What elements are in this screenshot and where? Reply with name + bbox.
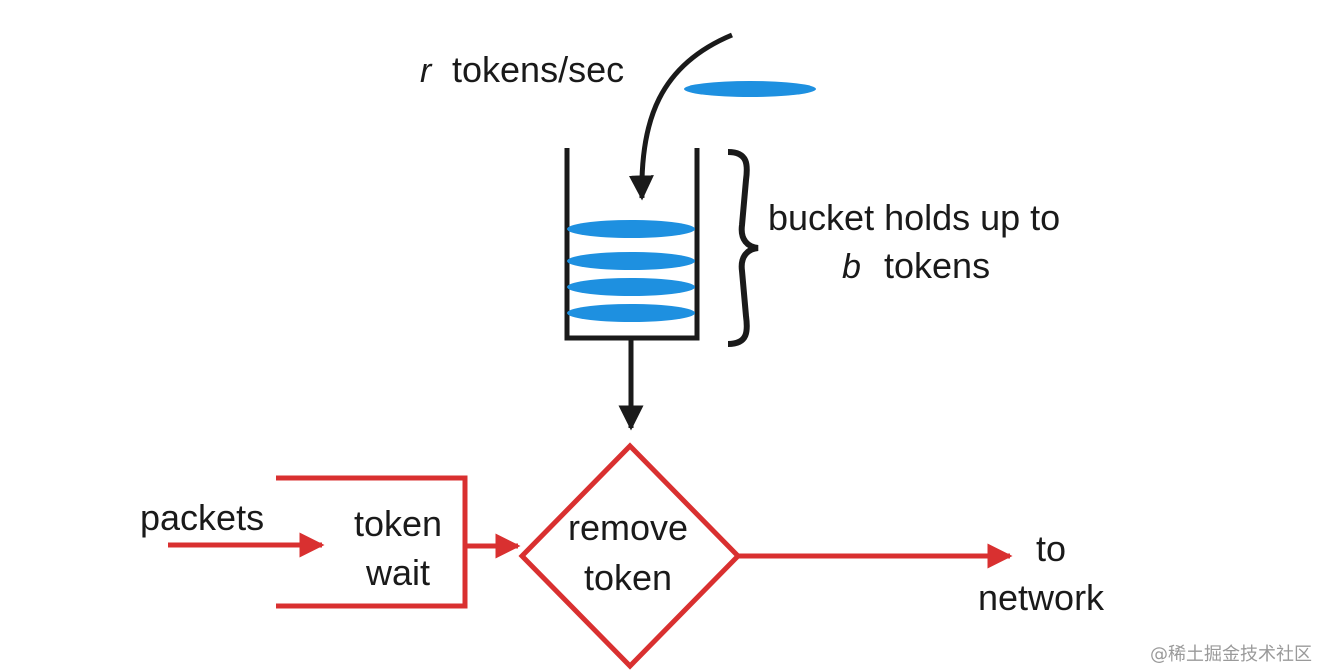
to-network-line1: to	[1036, 528, 1066, 569]
bucket-token	[567, 220, 695, 238]
to-network-line2: network	[978, 577, 1105, 618]
token-wait-line2: wait	[365, 552, 430, 593]
token-wait-line1: token	[354, 503, 442, 544]
bucket-tokens	[567, 220, 695, 322]
packets-label: packets	[140, 497, 264, 538]
remove-token-line2: token	[584, 557, 672, 598]
token-wait-queue	[276, 475, 468, 609]
incoming-token	[684, 81, 816, 97]
remove-token-line1: remove	[568, 507, 688, 548]
bucket-token	[567, 278, 695, 296]
bucket	[564, 148, 700, 341]
rate-unit: tokens/sec	[452, 49, 624, 90]
bucket-token	[567, 252, 695, 270]
rate-variable: r	[420, 52, 433, 90]
bucket-label-line1: bucket holds up to	[768, 197, 1060, 238]
capacity-brace	[727, 149, 759, 347]
remove-token-diamond	[518, 442, 742, 670]
watermark: @稀土掘金技术社区	[1150, 644, 1312, 665]
bucket-label-line2: tokens	[884, 245, 990, 286]
bucket-label-var: b	[842, 248, 861, 286]
bucket-token	[567, 304, 695, 322]
token-fill-arrow	[628, 32, 733, 201]
